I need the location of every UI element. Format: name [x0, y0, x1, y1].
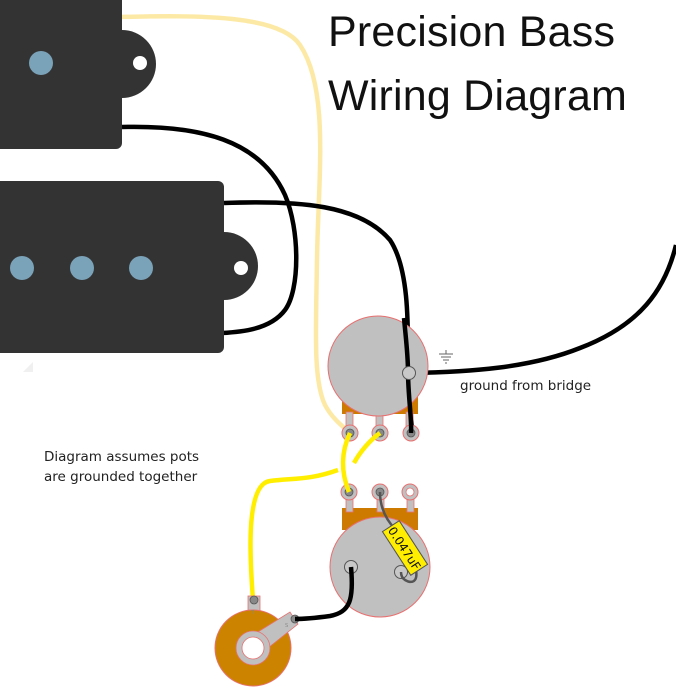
- assumption-line-1: Diagram assumes pots: [44, 449, 200, 465]
- ground-symbol-icon: [439, 350, 453, 364]
- ground-from-bridge-label: ground from bridge: [460, 378, 592, 394]
- upper-pickup: [0, 0, 156, 149]
- title-line-1: Precision Bass: [328, 8, 616, 56]
- bridge-ground-wire: [409, 244, 676, 376]
- title-line-2: Wiring Diagram: [328, 72, 628, 120]
- capacitor-lead: [399, 569, 418, 584]
- artifact: [23, 362, 33, 372]
- pale-hot-wire: [119, 14, 351, 434]
- pole-piece: [129, 256, 153, 280]
- jack-tip-label: T: [250, 610, 255, 616]
- mount-hole: [234, 261, 248, 275]
- lower-pickup: [0, 181, 258, 353]
- pole-piece: [70, 256, 94, 280]
- jack-sleeve-label: S: [285, 623, 288, 629]
- assumption-line-2: are grounded together: [44, 469, 198, 485]
- ground-solder-point: [402, 366, 416, 380]
- upper-pickup-ground-wire: [121, 124, 299, 336]
- pole-piece: [10, 256, 34, 280]
- assumption-note: Diagram assumes pots are grounded togeth…: [44, 447, 199, 487]
- hot-wire-to-jack: [248, 467, 339, 601]
- pole-piece: [29, 51, 53, 75]
- output-jack: T S: [214, 595, 300, 687]
- hot-wire: [340, 432, 353, 493]
- jack-ground-wire: [294, 566, 355, 622]
- hot-wire: [352, 431, 382, 465]
- mount-hole: [133, 56, 147, 70]
